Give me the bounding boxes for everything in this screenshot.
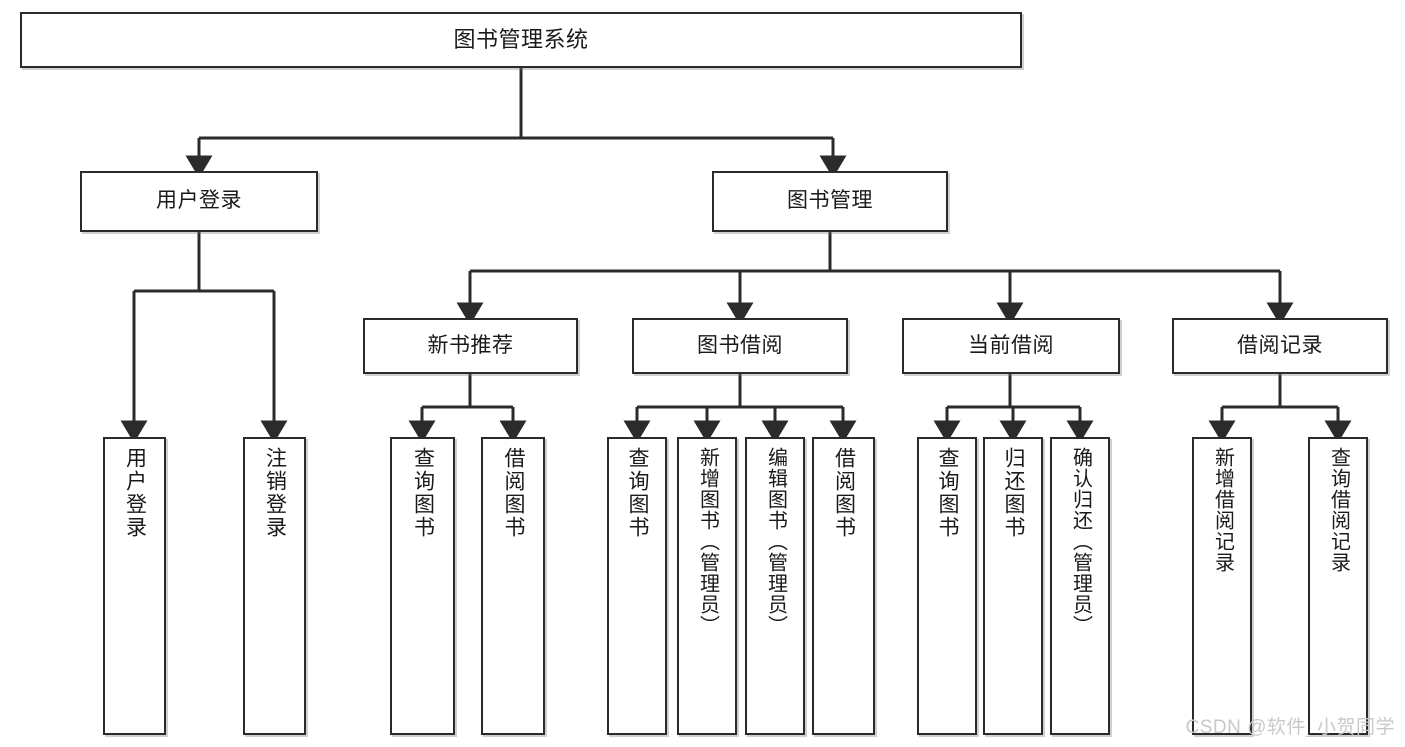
- leaf-borrow-book-borrow-label: 借阅图书: [832, 447, 856, 539]
- node-book-manage-label: 图书管理: [787, 189, 873, 213]
- node-root-system[interactable]: 图书管理系统: [20, 12, 1022, 68]
- node-current-borrow[interactable]: 当前借阅: [902, 318, 1120, 374]
- node-new-book-recommend-label: 新书推荐: [427, 333, 514, 357]
- node-root-system-label: 图书管理系统: [453, 27, 589, 53]
- leaf-query-borrow-record[interactable]: 查询借阅记录: [1308, 437, 1368, 735]
- leaf-logout-label: 注销登录: [263, 447, 287, 539]
- leaf-query-book-borrow[interactable]: 查询图书: [607, 437, 667, 735]
- leaf-query-book-newbook[interactable]: 查询图书: [390, 437, 455, 735]
- leaf-return-book[interactable]: 归还图书: [983, 437, 1043, 735]
- leaf-return-book-label: 归还图书: [1002, 447, 1026, 539]
- node-user-login-label: 用户登录: [156, 189, 242, 213]
- leaf-add-book-admin-label: 新增图书（管理员）: [696, 447, 719, 636]
- leaf-edit-book-admin-label: 编辑图书（管理员）: [764, 447, 787, 636]
- leaf-query-book-current[interactable]: 查询图书: [917, 437, 977, 735]
- node-borrow-record[interactable]: 借阅记录: [1172, 318, 1388, 374]
- leaf-query-book-newbook-label: 查询图书: [411, 447, 435, 539]
- leaf-user-login-label: 用户登录: [123, 447, 147, 539]
- node-user-login[interactable]: 用户登录: [80, 171, 318, 232]
- node-book-borrow[interactable]: 图书借阅: [632, 318, 848, 374]
- leaf-confirm-return-admin[interactable]: 确认归还（管理员）: [1050, 437, 1110, 735]
- leaf-borrow-book-newbook[interactable]: 借阅图书: [481, 437, 545, 735]
- leaf-borrow-book-borrow[interactable]: 借阅图书: [812, 437, 875, 735]
- leaf-logout[interactable]: 注销登录: [243, 437, 306, 735]
- leaf-borrow-book-newbook-label: 借阅图书: [502, 447, 526, 539]
- leaf-query-book-borrow-label: 查询图书: [626, 447, 650, 539]
- leaf-add-book-admin[interactable]: 新增图书（管理员）: [677, 437, 737, 735]
- leaf-add-borrow-record[interactable]: 新增借阅记录: [1192, 437, 1252, 735]
- leaf-query-book-current-label: 查询图书: [936, 447, 960, 539]
- leaf-add-borrow-record-label: 新增借阅记录: [1211, 447, 1234, 573]
- leaf-edit-book-admin[interactable]: 编辑图书（管理员）: [745, 437, 805, 735]
- leaf-confirm-return-admin-label: 确认归还（管理员）: [1069, 447, 1092, 636]
- node-current-borrow-label: 当前借阅: [968, 333, 1054, 357]
- leaf-query-borrow-record-label: 查询借阅记录: [1327, 447, 1350, 573]
- node-borrow-record-label: 借阅记录: [1237, 333, 1323, 357]
- node-book-borrow-label: 图书借阅: [697, 333, 783, 357]
- node-book-manage[interactable]: 图书管理: [712, 171, 948, 232]
- csdn-watermark: CSDN @软件_小贺同学: [1185, 717, 1395, 738]
- node-new-book-recommend[interactable]: 新书推荐: [363, 318, 578, 374]
- leaf-user-login[interactable]: 用户登录: [103, 437, 166, 735]
